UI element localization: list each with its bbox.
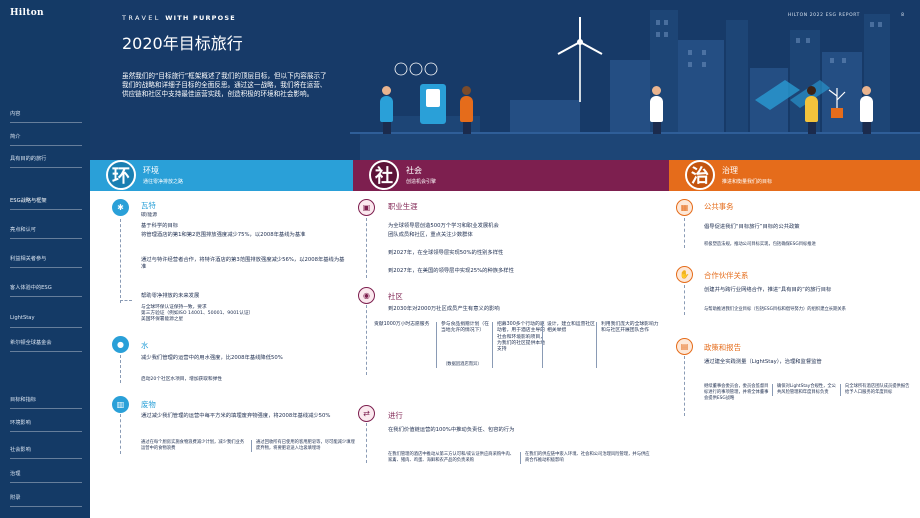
progress-cell-2: 在我们的供应链中嵌入环境、社会和公司治理风险管理，并与供应商合作推动积极影响 — [520, 452, 652, 464]
wind-turbine-icon — [557, 17, 603, 102]
report-tagline: TRAVEL WITH PURPOSE — [122, 14, 236, 22]
social-title: 社会 — [406, 166, 422, 175]
carbon-text-4: 帮助零净排放的未来发展 — [141, 293, 200, 299]
community-cell-2: 参与食品捐赠计划（在当地允许的情况下） — [436, 322, 492, 368]
sidebar-item[interactable]: 客人体验中的ESG — [10, 285, 52, 291]
environment-icon: 环 — [106, 160, 136, 190]
env-title: 环境 — [143, 166, 159, 175]
building-icon: ▦ — [676, 199, 693, 216]
sidebar-item[interactable]: ESG战略与框架 — [10, 198, 47, 204]
community-cell-3: 招募300多个行动的驱动者，用于酒店主导的社会和环境影响项目，为我们的社区提供本… — [492, 322, 548, 368]
carbon-text-7: 美国环保署能源之星 — [141, 317, 184, 322]
chart-report-icon: ▤ — [676, 338, 693, 355]
hero-banner: TRAVEL WITH PURPOSE HILTON 2022 ESG REPO… — [90, 0, 920, 160]
sidebar-item[interactable]: 附录 — [10, 495, 21, 501]
community-title: 社区 — [388, 292, 403, 301]
briefcase-icon: ▣ — [358, 199, 375, 216]
carbon-text-2: 将管理酒店的第1和第2范围排放强度减少75%，以2008年基线为基准 — [141, 232, 306, 238]
sidebar-item[interactable]: 目标和指标 — [10, 397, 36, 403]
progress-text-1: 在我们价值链运营的100%中推动负责任、包容的行为 — [388, 427, 515, 433]
gov-header: 治 治理 推进和衡量我们的目标 — [669, 160, 920, 191]
sidebar-item[interactable]: LightStay — [10, 315, 35, 321]
solar-panel-icon — [755, 80, 830, 110]
progress-cell-1: 在我们管理的酒店中推动从第三方认可和/或认证供应商采购牛肉、家禽、猪肉、鸡蛋、海… — [388, 452, 515, 463]
sidebar-item[interactable]: 简介 — [10, 134, 21, 140]
carbon-text-1: 基于科学的目标 — [141, 223, 179, 229]
career-text-4: 到2027年，在美国的领导层中实现25%的种族多样性 — [388, 268, 514, 274]
carbon-text-3: 通过与特许经营者合作，将特许酒店的第3范围排放强度减少56%，以2008年基线为… — [141, 257, 345, 271]
clock-icons — [394, 62, 438, 76]
social-icon: 社 — [369, 160, 399, 190]
measure-cell-1: 继续董事会委员会，委员会监督目标进行的事项管理，并将全体董事会提供ESG战略 — [704, 384, 769, 401]
career-text-1: 为全球领导层创造500万个学习和职业发展机会 — [388, 223, 499, 229]
handshake-icon: ✋ — [676, 266, 693, 283]
partner-text-1: 创建并与跨行业网络合作，推进“具有目的”的旅行目标 — [704, 287, 832, 293]
person-icon — [460, 86, 473, 134]
policy-text-1: 倡导促进我们“目标旅行”目标的公共政策 — [704, 224, 800, 230]
waste-cell-1: 通过在每个厨房实施食物浪费减少计划，减少我们业务运营中的食物浪费 — [141, 440, 245, 451]
sidebar: Hilton 内容简介具有目的的旅行 ESG战略与框架亮点和认可利益相关者参与客人… — [0, 0, 90, 518]
sidebar-item[interactable]: 希尔顿全球基金会 — [10, 340, 52, 346]
progress-title: 进行 — [388, 411, 403, 420]
sidebar-item[interactable]: 具有目的的旅行 — [10, 156, 47, 162]
sidebar-item[interactable]: 内容 — [10, 111, 21, 117]
page-title: 2020年目标旅行 — [122, 34, 243, 53]
measure-cell-3: 向全球所有酒店团队成员提供报告给予人口服务的年度目标 — [840, 384, 912, 396]
gov-subtitle: 推进和衡量我们的目标 — [722, 179, 773, 185]
sidebar-item[interactable]: 环境影响 — [10, 420, 31, 426]
water-text-1: 减少我们管理的运营中的用水强度，比2008年基线降低50% — [141, 355, 283, 361]
water-title: 水 — [141, 341, 149, 350]
career-text-3: 到2027年，在全球领导层实现50%的性别多样性 — [388, 250, 504, 256]
governance-icon: 治 — [685, 160, 715, 190]
lightbulb-icon: ✱ — [112, 199, 129, 216]
sidebar-item[interactable]: 利益相关者参与 — [10, 256, 47, 262]
career-title: 职业生涯 — [388, 202, 418, 211]
community-cell-1: 贡献1000万小时志愿服务 — [374, 322, 430, 327]
carbon-text-6: 第三方验证（例如ISO 14001、50001、9001认证） — [141, 311, 254, 316]
partner-title: 合作伙伴关系 — [704, 271, 749, 280]
social-header: 社 社会 创造机会引擎 — [353, 160, 669, 191]
water-text-2: 启动20个社区水项目，增加获取和弹性 — [141, 377, 222, 382]
sidebar-item[interactable]: 亮点和认可 — [10, 227, 36, 233]
hilton-logo[interactable]: Hilton — [10, 8, 44, 18]
community-text-1: 到2030年对2000万社区成员产生有意义的影响 — [388, 306, 500, 312]
sidebar-item[interactable]: 治理 — [10, 471, 21, 477]
report-name: HILTON 2022 ESG REPORT — [787, 13, 860, 18]
plant-icon — [828, 88, 846, 118]
sidebar-item[interactable]: 社会影响 — [10, 447, 31, 453]
gov-title: 治理 — [722, 166, 738, 175]
measure-title: 政策和报告 — [704, 343, 741, 352]
community-cell-5: 利用我们庞大的全球影响力和与社区开展团队合作 — [596, 322, 660, 368]
person-icon — [805, 86, 818, 134]
intro-text: 虽然我们的“目标旅行”框架概述了我们的顶层目标，但以下内容展示了我们的战略和详细… — [122, 72, 327, 98]
career-text-2: 团队成员和社区，重点关注少数群体 — [388, 232, 473, 238]
page-number: 8 — [901, 13, 904, 18]
policy-text-2: 积极塑造法规，推动公司目标实现，包括确保ESG目标推进 — [704, 242, 816, 247]
trash-bin-icon: ▥ — [112, 396, 129, 413]
progress-arrows-icon: ⇄ — [358, 405, 375, 422]
carbon-text-5: 与全球环保认证保持一致，要求 — [141, 305, 207, 310]
waste-cell-2: 通过回收所有已使用的客用肥皂等，尽可能减少填埋废弃物，将要肥皂送入垃圾填埋场 — [251, 440, 357, 452]
waste-title: 废物 — [141, 400, 156, 409]
person-icon — [860, 86, 873, 134]
waste-text-1: 通过减少我们管理的运营中每平方米的填埋废弃物强度，将2008年基线减少50% — [141, 413, 331, 419]
policy-title: 公共事务 — [704, 202, 734, 211]
measure-cell-2: 确保对LightStay合规性，全公共风险管理和年度目标负责 — [772, 384, 838, 396]
carbon-title: 瓦特 — [141, 201, 156, 210]
community-icon: ◉ — [358, 287, 375, 304]
env-header: 环 环境 通往零净排放之路 — [90, 160, 353, 191]
water-drop-icon: ● — [112, 336, 129, 353]
social-subtitle: 创造机会引擎 — [406, 179, 437, 185]
measure-text-1: 通过建全实践测量（LightStay），治理和监督监管 — [704, 359, 822, 365]
community-note-1: （数据因酒店而异） — [443, 362, 482, 367]
carbon-subtitle: 碳/能源 — [141, 213, 158, 218]
person-icon — [650, 86, 663, 134]
person-icon — [380, 86, 393, 134]
community-cell-4: 设计，建立和运营社区相关举措 — [542, 322, 598, 368]
env-subtitle: 通往零净排放之路 — [143, 179, 184, 185]
partner-text-2: 与帮助推进我们企业目标（包括ESG目标和倡导努力）的组织建立长期关系 — [704, 307, 846, 312]
